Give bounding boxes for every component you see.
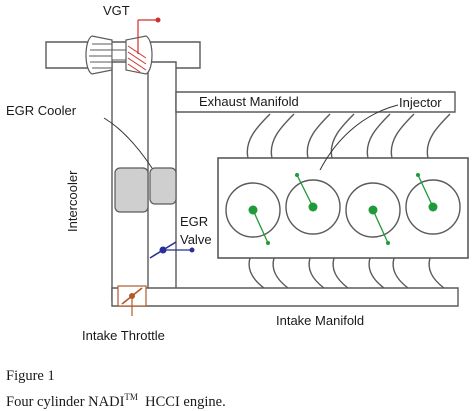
cylinder-3	[345, 182, 401, 245]
label-intercooler: Intercooler	[65, 170, 80, 232]
label-vgt: VGT	[103, 3, 130, 18]
label-egr-valve-line2: Valve	[180, 232, 212, 247]
label-intake-manifold: Intake Manifold	[276, 313, 364, 328]
injector-leader	[319, 104, 399, 171]
label-egr-valve-line1: EGR	[180, 214, 208, 229]
caption-part-2: HCCI engine.	[138, 394, 226, 410]
label-intake-throttle: Intake Throttle	[82, 328, 165, 343]
egr-valve	[149, 241, 195, 259]
exhaust-manifold-duct	[175, 91, 456, 113]
intake-manifold-duct	[111, 287, 459, 307]
egr-cooler-body	[149, 167, 177, 205]
intercooler-body	[114, 167, 149, 213]
cylinder-4	[405, 173, 461, 235]
vgt-turbocharger	[85, 17, 161, 75]
label-egr-cooler: EGR Cooler	[6, 103, 77, 118]
intake-throttle-valve	[117, 285, 147, 316]
cylinder-1	[225, 182, 281, 245]
intake-runners	[248, 257, 445, 289]
label-injector: Injector	[399, 95, 442, 110]
cylinders	[225, 173, 461, 245]
figure-caption: Four cylinder NADITM HCCI engine.	[6, 392, 226, 410]
label-exhaust-manifold: Exhaust Manifold	[199, 94, 299, 109]
cylinder-2	[285, 173, 341, 235]
caption-tm: TM	[124, 392, 138, 402]
exhaust-runners	[246, 113, 451, 159]
egr-cooler-leader	[103, 117, 153, 169]
caption-part-1: Four cylinder NADI	[6, 394, 125, 410]
figure-number: Figure 1	[6, 368, 55, 384]
